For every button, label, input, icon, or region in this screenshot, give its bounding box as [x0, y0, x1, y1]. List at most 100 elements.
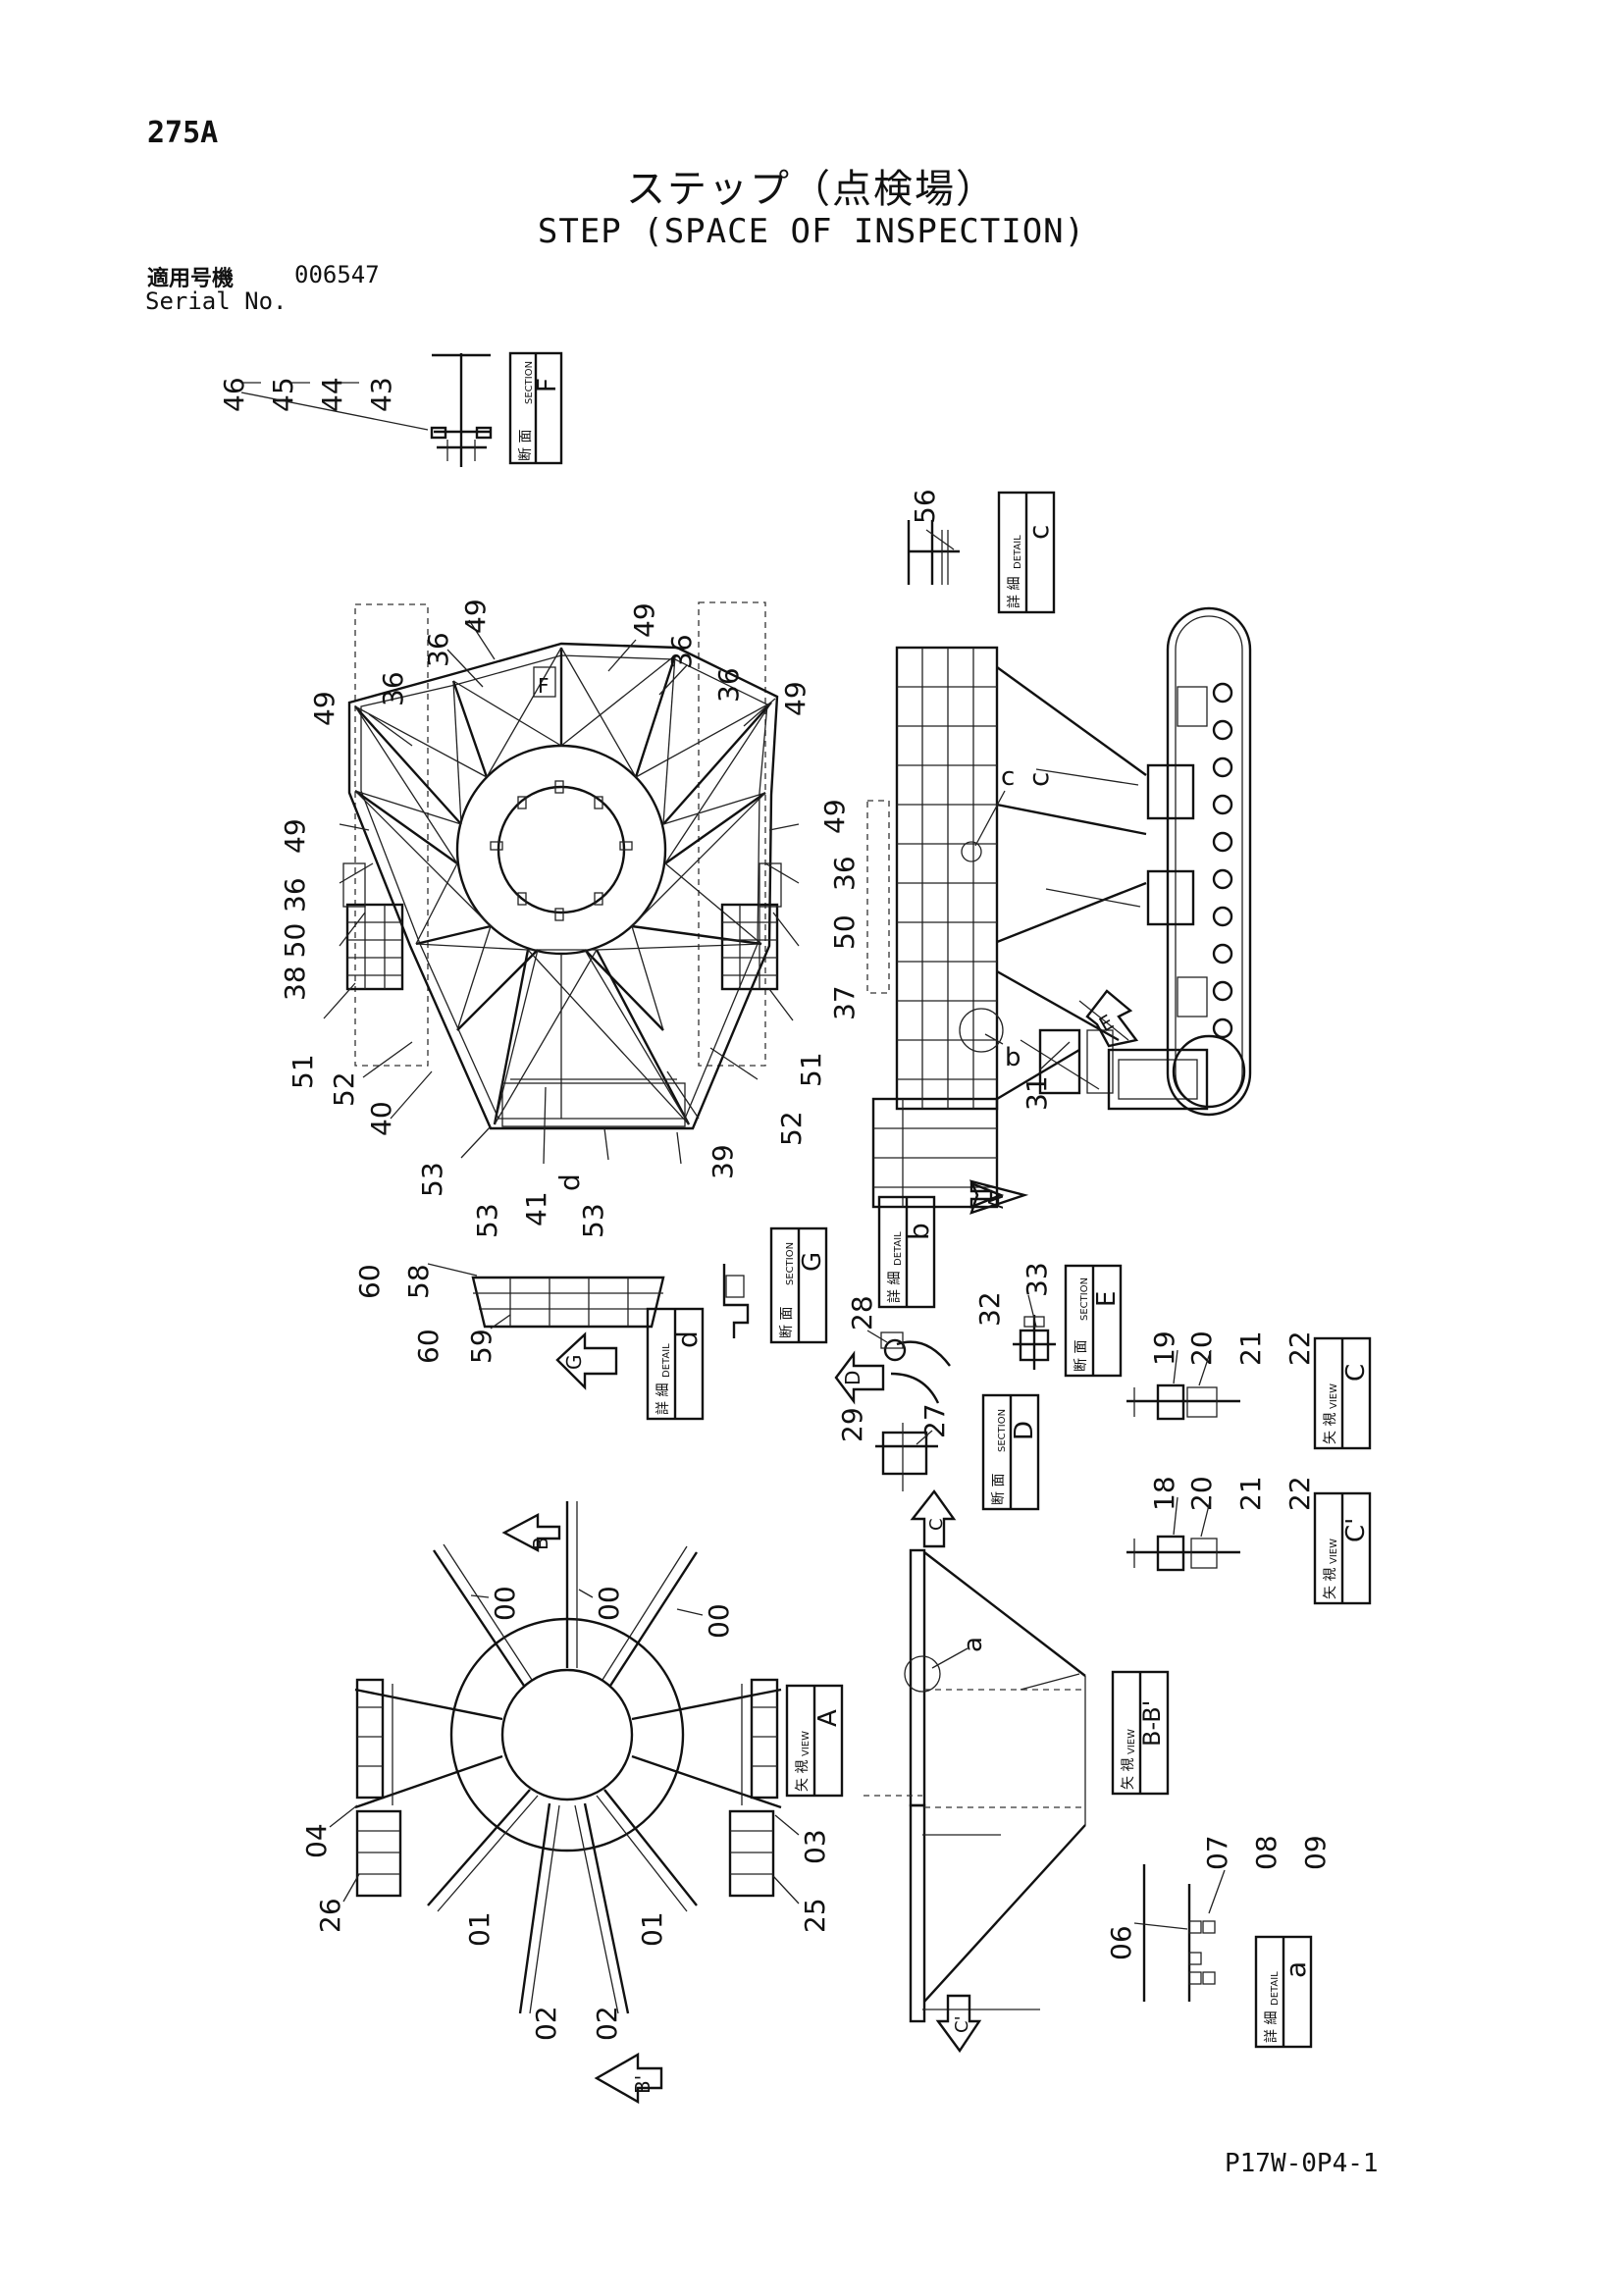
label-50: 50 [828, 914, 861, 950]
title-japanese: ステップ（点検場） [626, 167, 997, 212]
section-f-group: 46 45 44 43 断 面 SECTION F [218, 351, 563, 467]
label-top-c: c [1022, 772, 1055, 787]
label-09: 09 [1299, 1835, 1332, 1870]
callout-letter-g: G [798, 1252, 827, 1272]
label-bb-a: a [959, 1637, 988, 1652]
label-41: 41 [520, 1191, 552, 1226]
callout-letter-a-upper: A [813, 1709, 843, 1727]
label-53: 53 [577, 1203, 609, 1238]
arrow-e-label: E [1095, 1010, 1118, 1036]
section-e-group: 32 33 断 面 SECTION E [973, 1262, 1123, 1378]
label-side-b: b [1005, 1043, 1021, 1072]
view-c-group: 19 20 21 22 矢 視 VIEW C [1126, 1331, 1372, 1450]
detail-c-group: 56 詳 細 DETAIL c [907, 489, 1056, 614]
label-38-50: 3850 [279, 923, 311, 1001]
callout-section-en: SECTION [524, 361, 535, 404]
label-19: 19 [1148, 1331, 1180, 1366]
label-22: 22 [1283, 1476, 1316, 1511]
label-33: 33 [1021, 1262, 1053, 1297]
callout-section-jp: 断 面 [1073, 1340, 1089, 1372]
label-00: 00 [489, 1586, 521, 1621]
label-20: 20 [1185, 1476, 1218, 1511]
label-22: 22 [1283, 1331, 1316, 1366]
callout-view-jp: 矢 視 [1121, 1758, 1136, 1790]
arrow-g-label: G [562, 1355, 586, 1371]
label-02: 02 [591, 2006, 623, 2041]
callout-section-jp: 断 面 [991, 1474, 1007, 1505]
label-03: 03 [799, 1829, 831, 1864]
label-21: 21 [1234, 1476, 1267, 1511]
callout-view-en: VIEW [801, 1731, 812, 1756]
label-36: 36 [712, 667, 745, 703]
side-view-group: c b 31 E A [866, 606, 1252, 1215]
detail-d-group: 60 58 60 59 G 詳 細 DETAIL d [353, 1263, 705, 1421]
serial-number-value: 006547 [294, 261, 380, 288]
view-cp-group: 18 20 21 22 矢 視 VIEW C' [1126, 1476, 1372, 1605]
label-60: 60 [353, 1264, 386, 1299]
label-04: 04 [300, 1823, 333, 1858]
label-36: 36 [279, 877, 311, 913]
label-59: 59 [465, 1329, 497, 1364]
view-a-group: B B' 00 00 00 04 26 01 02 02 01 03 25 矢 … [300, 1501, 844, 2105]
detail-b-group: 詳 細 DETAIL b 28 D [834, 1195, 951, 1405]
callout-detail-jp: 詳 細 [1007, 577, 1022, 608]
section-d-group: 29 27 断 面 SECTION D [836, 1393, 1040, 1511]
label-01: 01 [636, 1911, 668, 1947]
arrow-bp-label: B' [631, 2075, 654, 2094]
serial-label-english: Serial No. [145, 287, 288, 315]
label-40: 40 [365, 1101, 397, 1136]
view-bb-group: a C C' 矢 視 VIEW B-B' [864, 1488, 1170, 2054]
label-49: 49 [459, 599, 492, 634]
callout-detail-en: DETAIL [893, 1231, 904, 1266]
callout-detail-jp: 詳 細 [655, 1383, 671, 1415]
callout-letter-b: b [903, 1223, 935, 1240]
label-36: 36 [422, 632, 454, 667]
label-26: 26 [314, 1898, 346, 1933]
arrow-b-label: B [529, 1537, 552, 1550]
callout-section-jp: 断 面 [779, 1307, 795, 1338]
label-49: 49 [279, 818, 311, 854]
callout-section-jp: 断 面 [518, 430, 534, 461]
label-58: 58 [402, 1264, 435, 1299]
label-43: 43 [365, 377, 397, 412]
label-36: 36 [377, 671, 409, 706]
title-english: STEP (SPACE OF INSPECTION) [537, 212, 1086, 251]
label-51: 51 [795, 1052, 827, 1087]
label-29: 29 [836, 1407, 868, 1442]
label-07: 07 [1201, 1835, 1233, 1870]
top-view-group: F 49 36 49 [279, 599, 1055, 1238]
label-37: 37 [828, 985, 861, 1020]
callout-letter-a: a [1280, 1961, 1312, 1978]
label-49: 49 [628, 602, 660, 638]
callout-letter-e: E [1092, 1291, 1122, 1307]
label-53: 53 [471, 1203, 503, 1238]
label-21: 21 [1234, 1331, 1267, 1366]
callout-detail-jp: 詳 細 [887, 1272, 903, 1303]
label-01: 01 [463, 1911, 496, 1947]
callout-view-en: VIEW [1329, 1539, 1339, 1564]
page-number: 275A [147, 116, 219, 150]
label-52: 52 [775, 1111, 808, 1146]
callout-view-jp: 矢 視 [795, 1760, 811, 1792]
label-08: 08 [1250, 1835, 1283, 1870]
label-28: 28 [846, 1295, 878, 1331]
callout-letter-c-prime: C' [1341, 1518, 1371, 1542]
callout-letter-d-upper: D [1010, 1421, 1039, 1440]
label-25: 25 [799, 1898, 831, 1933]
label-49: 49 [308, 691, 340, 726]
label-side-c: c [1001, 762, 1015, 792]
arrow-a-label: A [984, 1195, 1008, 1209]
arrow-c-label: C [926, 1518, 947, 1531]
callout-detail-en: DETAIL [1270, 1971, 1281, 2006]
label-52: 52 [328, 1071, 360, 1107]
label-49: 49 [818, 799, 851, 834]
callout-detail-en: DETAIL [1013, 535, 1023, 569]
section-g-group: 断 面 SECTION G [722, 1226, 828, 1344]
label-49: 49 [779, 681, 812, 716]
callout-letter-f: F [533, 378, 562, 392]
label-31: 31 [1021, 1075, 1053, 1111]
label-00: 00 [593, 1586, 625, 1621]
label-27: 27 [918, 1403, 951, 1438]
label-60: 60 [412, 1329, 445, 1364]
